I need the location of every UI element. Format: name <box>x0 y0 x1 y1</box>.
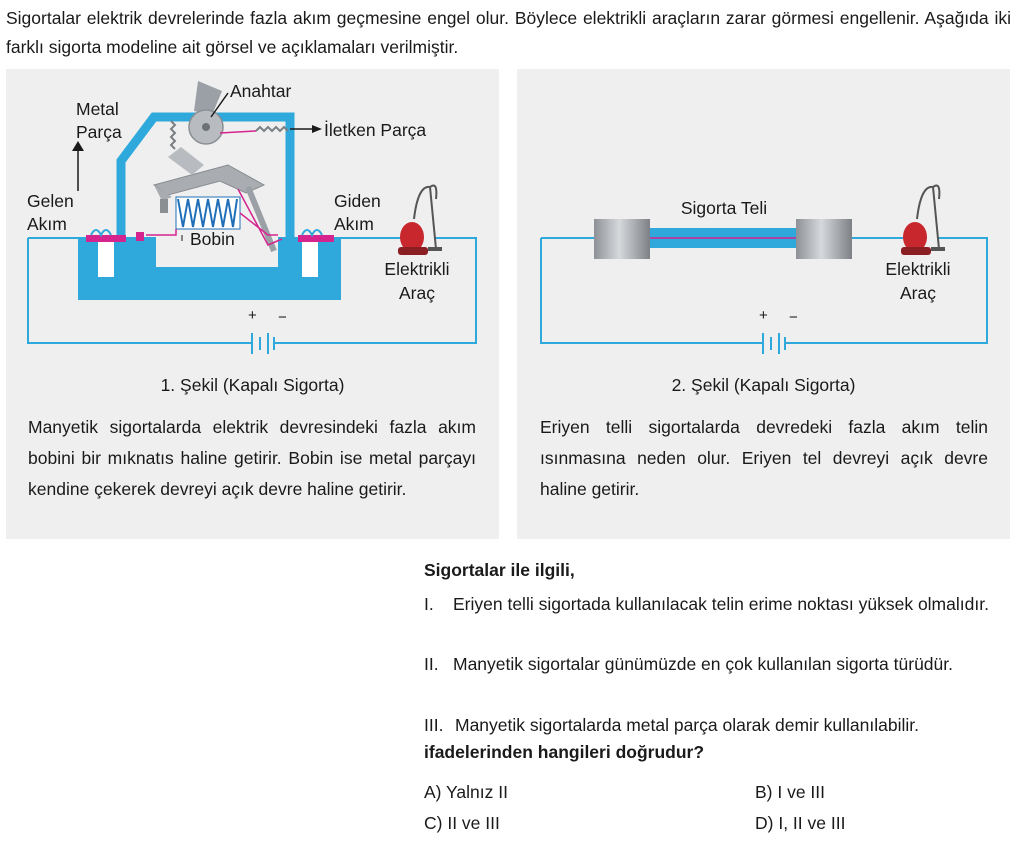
label-gelen-akim-2: Akım <box>27 214 67 234</box>
contact-pad-right <box>298 235 334 242</box>
contact-pad-mid <box>136 232 144 241</box>
spring-left-icon <box>169 120 177 150</box>
label-anahtar: Anahtar <box>230 81 292 101</box>
conductive-arm <box>245 185 277 253</box>
statement-3: III. Manyetik sigortalarda metal parça o… <box>424 710 1011 740</box>
circuit-wire-left <box>27 238 252 344</box>
statement-2: II. Manyetik sigortalar günümüzde en çok… <box>424 649 1011 709</box>
circuit-wire-left <box>540 238 763 344</box>
label-elektrikli-1: Elektrikli <box>384 259 450 279</box>
figure1-caption: 1. Şekil (Kapalı Sigorta) <box>160 375 345 395</box>
statement-number: I. <box>424 594 434 614</box>
vacuum-cleaner-icon <box>398 184 442 255</box>
statement-text: Eriyen telli sigortada kullanılacak teli… <box>453 594 989 614</box>
label-elektrikli-2: Araç <box>900 283 936 303</box>
metal-part-icon <box>152 147 266 213</box>
intro-paragraph: Sigortalar elektrik devrelerinde fazla a… <box>6 8 1011 57</box>
figure2-panel: Sigorta Teli Elektrikli Araç + − 2. Şeki… <box>517 69 1010 539</box>
battery-icon <box>251 333 275 354</box>
option-c[interactable]: C) II ve III <box>424 813 500 833</box>
label-sigorta-teli: Sigorta Teli <box>680 198 768 218</box>
coil-icon <box>175 196 241 230</box>
magnetic-fuse-diagram <box>27 81 477 354</box>
metal-part-arrow-icon <box>72 141 84 151</box>
label-giden-akim-2: Akım <box>334 214 374 234</box>
fuse-cap-left <box>594 219 650 259</box>
spring-right-icon <box>255 125 289 133</box>
label-iletken-parca: İletken Parça <box>324 120 427 140</box>
battery-plus: + <box>759 307 768 324</box>
question-head: Sigortalar ile ilgili, <box>424 560 575 580</box>
label-metal-parca-1: Metal <box>76 99 119 119</box>
figure2-caption: 2. Şekil (Kapalı Sigorta) <box>671 375 856 395</box>
label-bobin: Bobin <box>190 229 235 249</box>
battery-icon <box>762 333 786 354</box>
figure2-description: Eriyen telli sigortalarda devredeki fazl… <box>540 417 988 499</box>
label-elektrikli-1: Elektrikli <box>885 259 951 279</box>
label-metal-parca-2: Parça <box>76 122 122 142</box>
statement-number: III. <box>424 715 444 735</box>
statement-1: I. Eriyen telli sigortada kullanılacak t… <box>424 589 1011 649</box>
statement-text: Manyetik sigortalar günümüzde en çok kul… <box>453 654 953 674</box>
option-d[interactable]: D) I, II ve III <box>755 813 846 833</box>
label-gelen-akim-1: Gelen <box>27 191 74 211</box>
statement-text: Manyetik sigortalarda metal parça olarak… <box>455 715 919 735</box>
fuse-cap-right <box>796 219 852 259</box>
option-b[interactable]: B) I ve III <box>755 782 826 802</box>
battery-minus: − <box>278 309 287 326</box>
switch-lever-icon <box>188 81 224 145</box>
contact-pad-left <box>86 235 126 242</box>
wire-fuse-diagram <box>540 184 988 354</box>
option-a[interactable]: A) Yalnız II <box>424 782 508 802</box>
battery-plus: + <box>248 307 257 324</box>
vacuum-cleaner-icon <box>901 184 945 255</box>
label-elektrikli-2: Araç <box>399 283 435 303</box>
statement-number: II. <box>424 654 439 674</box>
circuit-wire-right <box>785 237 988 344</box>
question-tail: ifadelerinden hangileri doğrudur? <box>424 742 705 762</box>
figure1-panel: Anahtar Metal Parça İletken Parça Gelen … <box>6 69 499 539</box>
label-giden-akim-1: Giden <box>334 191 381 211</box>
circuit-wire-right <box>274 237 477 344</box>
figure1-description: Manyetik sigortalarda elektrik devresind… <box>28 417 476 499</box>
conductive-part-arrow-icon <box>312 125 322 133</box>
fuse-body <box>78 112 341 300</box>
battery-minus: − <box>789 309 798 326</box>
